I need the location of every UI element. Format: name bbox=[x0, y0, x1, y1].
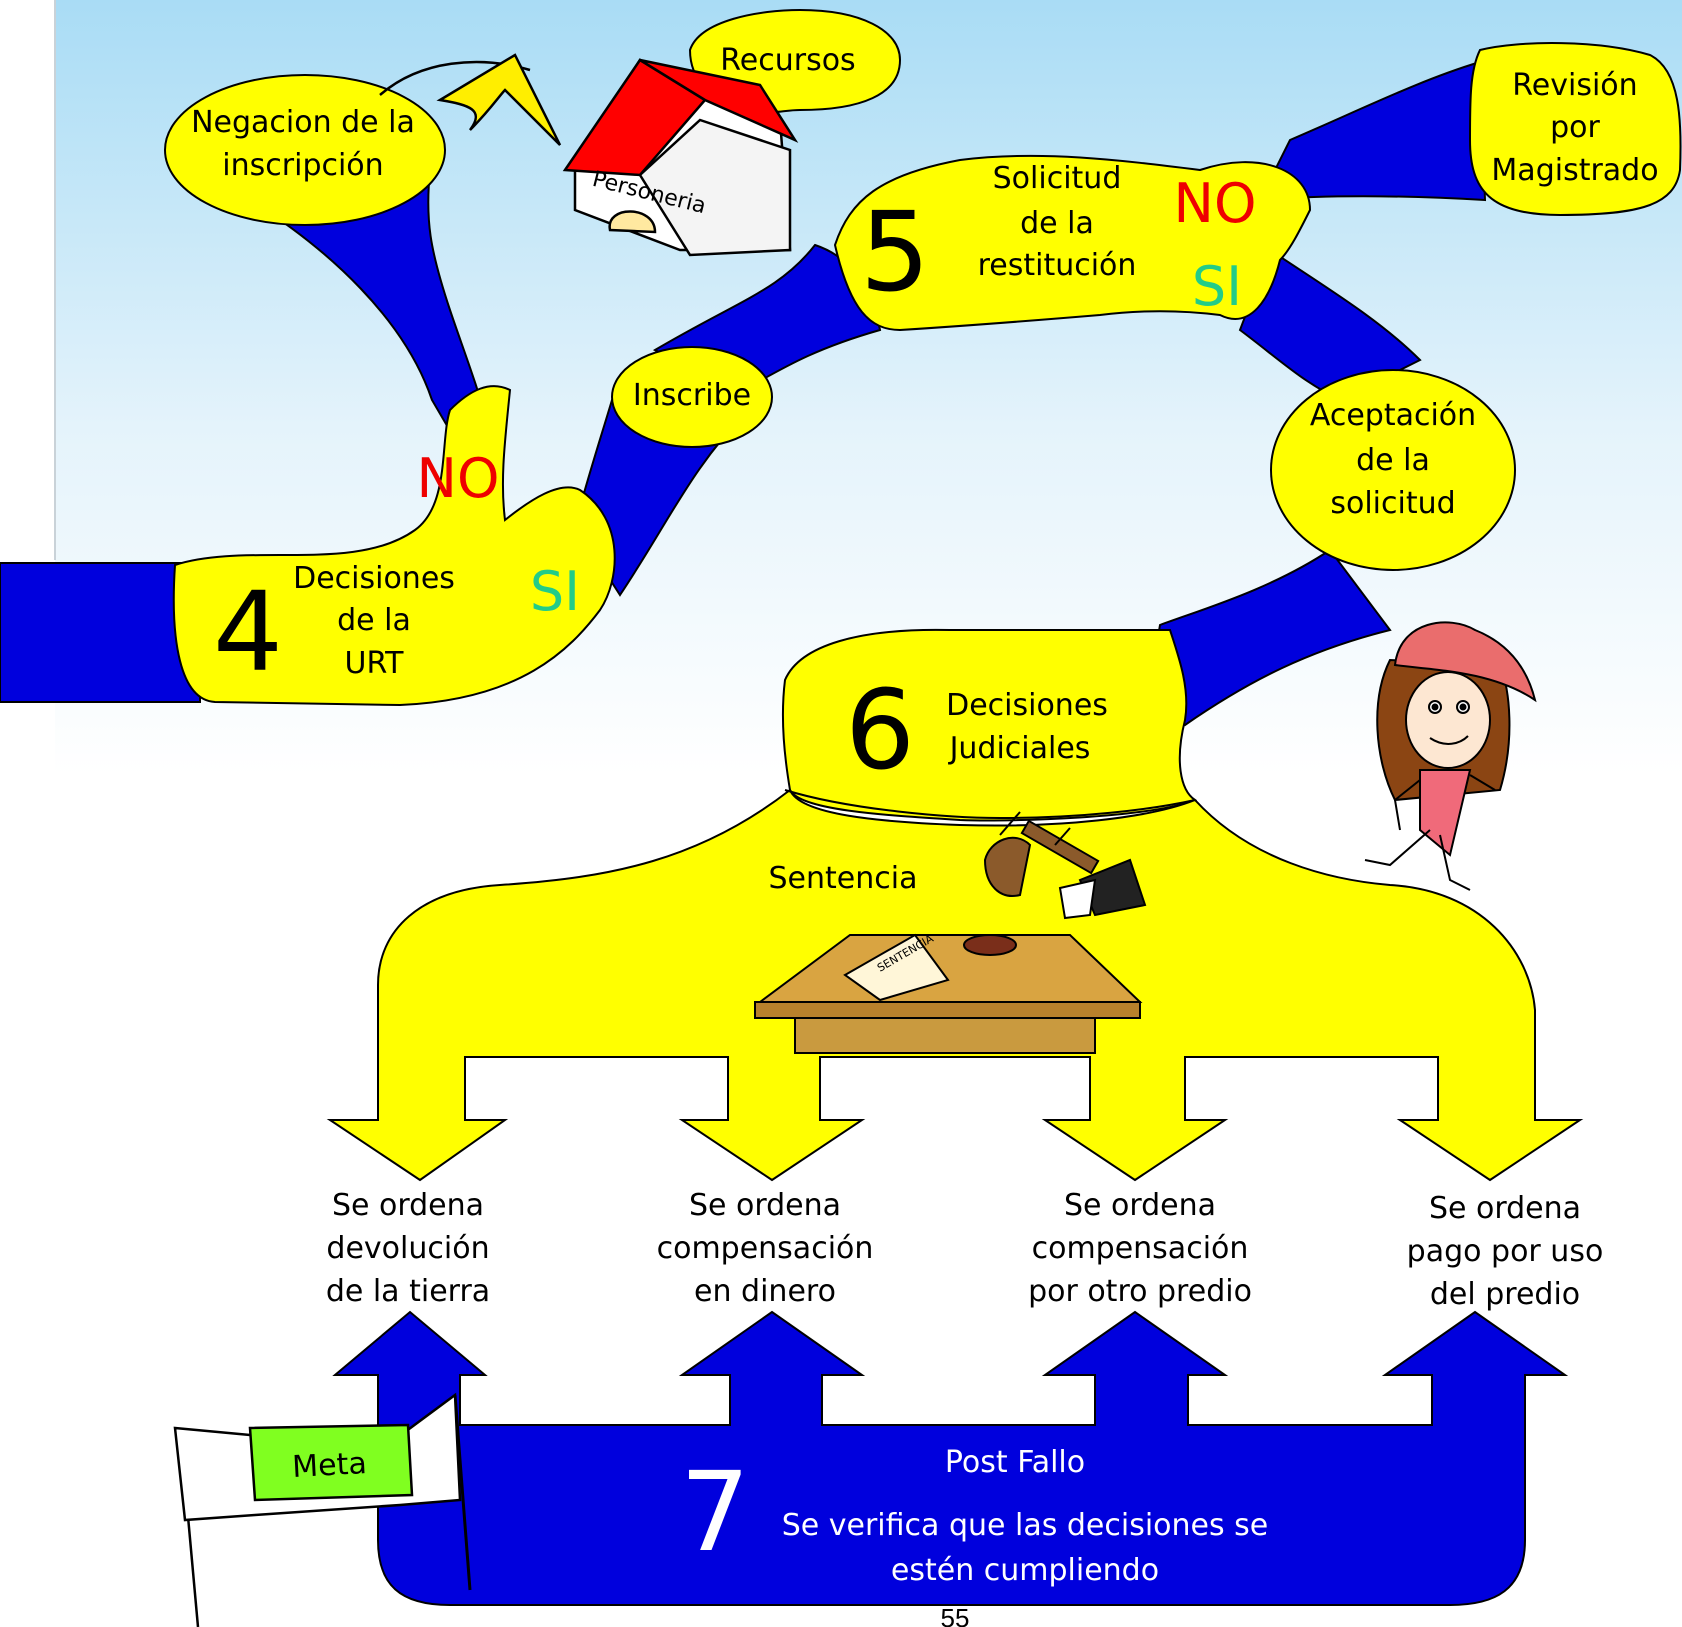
recursos-label: Recursos bbox=[720, 43, 855, 78]
outcome-line1: Se ordena bbox=[689, 1188, 841, 1223]
outcome-line2: compensación bbox=[1032, 1231, 1249, 1266]
girl-character-icon bbox=[1364, 621, 1537, 891]
aceptacion-label-line2: de la bbox=[1356, 443, 1430, 478]
outcome-line1: Se ordena bbox=[332, 1188, 484, 1223]
no-answer-step5: NO bbox=[1174, 172, 1257, 235]
step4-area bbox=[172, 385, 616, 707]
outcome-devolucion: Se ordena devolución de la tierra bbox=[326, 1188, 490, 1309]
step6-label-line1: Decisiones bbox=[946, 688, 1108, 723]
step7-description-line1: Se verifica que las decisiones se bbox=[782, 1508, 1269, 1543]
negacion-bubble bbox=[164, 74, 446, 226]
negacion-label-line2: inscripción bbox=[222, 148, 383, 183]
outcome-line3: en dinero bbox=[694, 1274, 836, 1309]
outcome-line3: de la tierra bbox=[326, 1274, 490, 1309]
outcome-line3: por otro predio bbox=[1028, 1274, 1252, 1309]
step6-number: 6 bbox=[845, 666, 915, 794]
outcome-line1: Se ordena bbox=[1064, 1188, 1216, 1223]
curved-arrow-icon bbox=[379, 53, 562, 146]
revision-label-line1: Revisión bbox=[1512, 68, 1637, 103]
outcome-line3: del predio bbox=[1430, 1277, 1580, 1312]
step4-label-line1: Decisiones bbox=[293, 561, 455, 596]
step5-label-line3: restitución bbox=[978, 248, 1137, 283]
judge-desk-icon: SENTENCIA bbox=[754, 932, 1143, 1054]
step5-label-line1: Solicitud bbox=[993, 161, 1122, 196]
aceptacion-label-line1: Aceptación bbox=[1310, 398, 1476, 433]
outcome-line1: Se ordena bbox=[1429, 1191, 1581, 1226]
gavel-icon bbox=[983, 811, 1147, 920]
aceptacion-label-line3: solicitud bbox=[1330, 486, 1455, 521]
revision-label-line2: por bbox=[1550, 110, 1600, 145]
road bbox=[0, 60, 1569, 1606]
outcome-line2: pago por uso bbox=[1407, 1234, 1604, 1269]
step4-label-line3: URT bbox=[345, 646, 405, 681]
step4-label-line2: de la bbox=[337, 603, 411, 638]
si-answer-step5: SI bbox=[1192, 255, 1242, 318]
meta-flag-icon bbox=[173, 1392, 472, 1627]
outcome-pago-uso: Se ordena pago por uso del predio bbox=[1407, 1191, 1604, 1312]
outcome-line2: devolución bbox=[326, 1231, 489, 1266]
no-answer-step4: NO bbox=[417, 447, 500, 510]
meta-flag-label: Meta bbox=[291, 1446, 367, 1485]
outcome-compensacion-predio: Se ordena compensación por otro predio bbox=[1028, 1188, 1252, 1309]
step5-label-line2: de la bbox=[1020, 206, 1094, 241]
negacion-label-line1: Negacion de la bbox=[191, 105, 415, 140]
post-fallo-road bbox=[332, 1310, 1569, 1606]
aceptacion-bubble bbox=[1270, 369, 1516, 571]
step7-title: Post Fallo bbox=[945, 1445, 1085, 1480]
step5-area bbox=[833, 154, 1312, 332]
inscribe-label: Inscribe bbox=[633, 378, 751, 413]
inscribe-bubble bbox=[611, 346, 773, 448]
step7-number: 7 bbox=[680, 1448, 750, 1576]
page-number: 55 bbox=[941, 1603, 970, 1627]
step7-description-line2: estén cumpliendo bbox=[891, 1553, 1159, 1588]
step6-label-line2: Judiciales bbox=[948, 731, 1091, 766]
outcome-line2: compensación bbox=[657, 1231, 874, 1266]
step5-number: 5 bbox=[860, 188, 930, 316]
revision-label-line3: Magistrado bbox=[1491, 153, 1658, 188]
outcome-compensacion-dinero: Se ordena compensación en dinero bbox=[657, 1188, 874, 1309]
personeria-house-icon bbox=[562, 58, 799, 257]
step4-number: 4 bbox=[213, 568, 283, 696]
sentencia-label: Sentencia bbox=[769, 861, 918, 896]
revision-bubble bbox=[1468, 42, 1682, 217]
si-answer-step4: SI bbox=[530, 560, 580, 623]
